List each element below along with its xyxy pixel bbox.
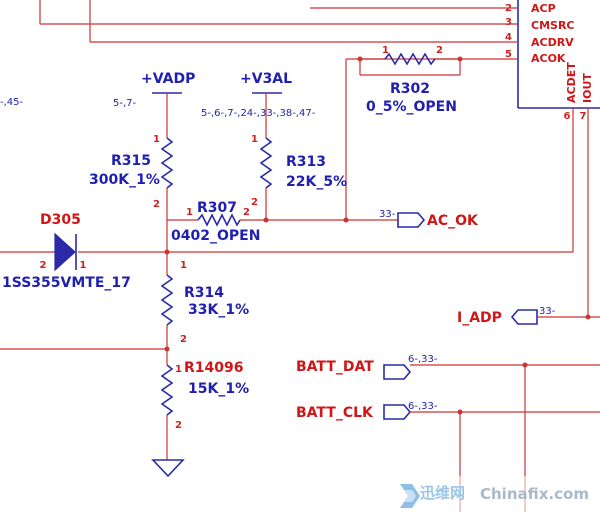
d305-pin2-label: 2 [40, 260, 47, 271]
ic-pin-4-name: ACDRV [531, 36, 574, 49]
r14096-pin2-label: 2 [175, 420, 182, 431]
batt-dat-offpage-arrow [383, 364, 412, 380]
r307-zigzag [197, 213, 241, 227]
i-adp-net: I_ADP 33- [457, 108, 600, 326]
batt-dat-label: BATT_DAT [296, 359, 374, 375]
ic-pin-5-name: ACOK [531, 52, 566, 65]
r314-pin2-label: 2 [180, 334, 187, 345]
r302-resistor: 1 2 R302 0_5%_OPEN [345, 45, 463, 220]
r315-zigzag [160, 137, 174, 189]
d305-value-label: 1SS355VMTE_17 [2, 275, 131, 291]
ic-pin-6-name: ACDET [565, 62, 578, 103]
r307-resistor: 1 2 R307 0402_OPEN [167, 200, 398, 244]
r313-resistor: 1 2 R313 22K_5% [251, 134, 347, 223]
r313-ref-label: R313 [286, 154, 326, 170]
r14096-value-label: 15K_1% [188, 381, 249, 397]
ic-pin-6-number: 6 [564, 111, 571, 122]
r314-resistor: 1 2 R314 33K_1% [160, 252, 249, 365]
r302-zigzag [384, 52, 436, 66]
r315-resistor: 1 2 R315 300K_1% [89, 134, 174, 252]
r302-pin1-label: 1 [382, 45, 389, 56]
batt-dat-ref: 6-,33- [408, 354, 438, 365]
batt-clk-label: BATT_CLK [296, 405, 374, 421]
r314-zigzag [160, 274, 174, 326]
r315-pin1-label: 1 [153, 134, 160, 145]
r14096-resistor: 1 2 R14096 15K_1% [160, 360, 249, 460]
ac-ok-net: 33- AC_OK [379, 209, 479, 229]
r315-value-label: 300K_1% [89, 172, 160, 188]
v3al-ref: 5-,6-,7-,24-,33-,38-,47- [201, 108, 316, 119]
vadp-label: +VADP [141, 71, 195, 87]
r313-value-label: 22K_5% [286, 174, 347, 190]
ac-ok-ref: 33- [379, 209, 396, 220]
d305-ref-label: D305 [40, 212, 81, 228]
watermark-site-text: Chinafix.com [480, 485, 589, 503]
ic-pin-4-number: 4 [505, 32, 512, 43]
i-adp-offpage-arrow [510, 309, 538, 325]
acdet-wire [0, 108, 574, 255]
r302-pin2-label: 2 [436, 45, 443, 56]
r307-pin1-label: 1 [186, 207, 193, 218]
vadp-power-symbol: +VADP 5-,7- [113, 71, 195, 138]
ac-ok-label: AC_OK [427, 213, 479, 229]
r14096-zigzag [160, 364, 174, 416]
ic-pin-7-number: 7 [580, 111, 587, 122]
ground-icon [151, 459, 185, 478]
r14096-pin1-label: 1 [175, 364, 182, 375]
d305-pin1-label: 1 [80, 260, 87, 271]
ic-component: 2 ACP 3 CMSRC 4 ACDRV 5 ACOK 6 7 ACDET I… [505, 0, 600, 122]
ic-input-wires [39, 0, 518, 60]
ic-pin-2-name: ACP [531, 2, 556, 15]
batt-clk-net: BATT_CLK 6-,33- [296, 401, 600, 512]
i-adp-label: I_ADP [457, 310, 502, 326]
batt-clk-ref: 6-,33- [408, 401, 438, 412]
r314-ref-label: R314 [184, 285, 224, 301]
left-net-ref: -,45- [0, 97, 24, 108]
r14096-ref-label: R14096 [184, 360, 244, 376]
left-node-wire [0, 346, 170, 352]
v3al-label: +V3AL [240, 71, 292, 87]
r307-ref-label: R307 [197, 200, 237, 216]
r302-value-label: 0_5%_OPEN [366, 99, 457, 115]
r313-pin1-label: 1 [251, 134, 258, 145]
d305-triangle [54, 232, 76, 272]
v3al-power-symbol: +V3AL 5-,6-,7-,24-,33-,38-,47- [201, 71, 316, 138]
i-adp-ref: 33- [539, 306, 556, 317]
chinafix-watermark: 迅维网 Chinafix.com [394, 476, 600, 512]
vadp-ref: 5-,7- [113, 98, 137, 109]
r315-pin2-label: 2 [153, 199, 160, 210]
r313-zigzag [259, 137, 273, 189]
ic-pin-5-number: 5 [505, 49, 512, 60]
r314-value-label: 33K_1% [188, 302, 249, 318]
batt-clk-offpage-arrow [383, 404, 412, 420]
ic-pin-3-number: 3 [505, 17, 512, 28]
r307-value-label: 0402_OPEN [171, 228, 260, 244]
ic-pin-7-name: IOUT [581, 73, 594, 103]
ac-ok-offpage-arrow [397, 212, 426, 228]
r314-pin1-label: 1 [180, 260, 187, 271]
chinafix-logo-icon [400, 484, 420, 508]
r302-ref-label: R302 [390, 81, 430, 97]
r307-pin2-label: 2 [243, 207, 250, 218]
ic-pin-3-name: CMSRC [531, 19, 574, 32]
watermark-chinese-text: 迅维网 [420, 484, 465, 502]
r315-ref-label: R315 [111, 153, 151, 169]
d305-diode: D305 2 1 1SS355VMTE_17 [2, 212, 131, 291]
r313-pin2-label: 2 [251, 197, 258, 208]
